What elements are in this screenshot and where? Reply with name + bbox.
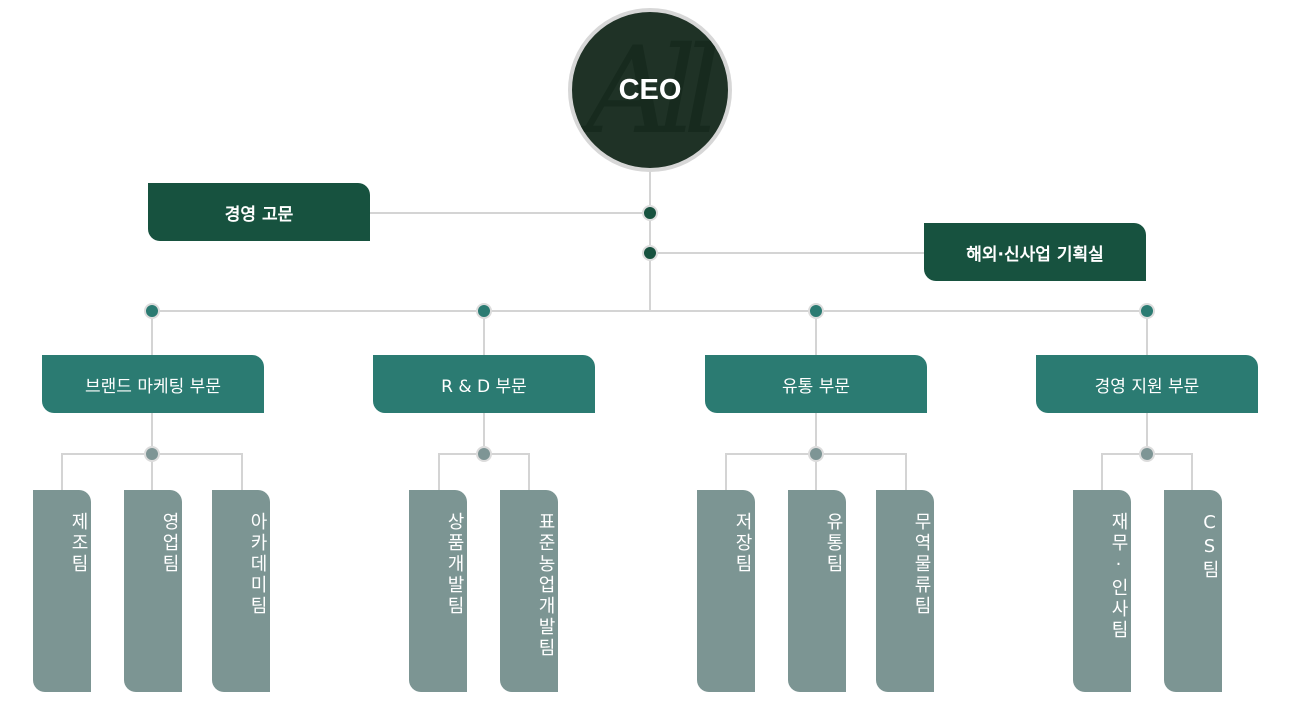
division-brand-marketing[interactable]: 브랜드 마케팅 부문 bbox=[42, 355, 264, 413]
team-label: 아카데미팀 bbox=[247, 512, 268, 617]
division-label: R & D 부문 bbox=[441, 376, 527, 397]
division-label: 경영 지원 부문 bbox=[1094, 376, 1200, 397]
team-drop-line bbox=[438, 453, 440, 490]
logo-watermark: All bbox=[586, 22, 721, 161]
team-drop-line bbox=[151, 412, 153, 454]
team-label: 영업팀 bbox=[159, 512, 180, 575]
division-bus-line bbox=[152, 310, 1148, 312]
planning-office-label: 해외·신사업 기획실 bbox=[966, 244, 1104, 265]
advisor-junction-dot bbox=[642, 205, 658, 221]
division-junction-dot bbox=[808, 303, 824, 319]
division-junction-dot bbox=[144, 303, 160, 319]
team-academy[interactable]: 아카데미팀 bbox=[212, 490, 270, 692]
team-drop-line bbox=[1191, 453, 1193, 490]
team-drop-line bbox=[151, 453, 153, 490]
team-drop-line bbox=[815, 453, 817, 490]
team-label: 제조팀 bbox=[68, 512, 89, 575]
advisor-connector-line bbox=[370, 212, 650, 214]
team-junction-dot bbox=[476, 446, 492, 462]
ceo-node[interactable]: All CEO bbox=[568, 8, 732, 172]
division-drop-line bbox=[815, 311, 817, 355]
division-management-support[interactable]: 경영 지원 부문 bbox=[1036, 355, 1258, 413]
team-drop-line bbox=[241, 453, 243, 490]
team-drop-line bbox=[815, 412, 817, 454]
division-rnd[interactable]: R & D 부문 bbox=[373, 355, 595, 413]
division-label: 유통 부문 bbox=[782, 376, 850, 397]
team-label: 상품개발팀 bbox=[444, 512, 465, 617]
team-drop-line bbox=[905, 453, 907, 490]
team-label: 저장팀 bbox=[732, 512, 753, 575]
team-cs[interactable]: CS팀 bbox=[1164, 490, 1222, 692]
team-drop-line bbox=[725, 453, 727, 490]
advisors-node[interactable]: 경영 고문 bbox=[148, 183, 370, 241]
planning-connector-line bbox=[650, 252, 925, 254]
team-label: 무역물류팀 bbox=[911, 512, 932, 617]
team-manufacturing[interactable]: 제조팀 bbox=[33, 490, 91, 692]
division-junction-dot bbox=[476, 303, 492, 319]
ceo-trunk-line bbox=[649, 170, 651, 312]
team-drop-line bbox=[1101, 453, 1103, 490]
division-drop-line bbox=[151, 311, 153, 355]
team-drop-line bbox=[483, 412, 485, 454]
division-distribution[interactable]: 유통 부문 bbox=[705, 355, 927, 413]
team-drop-line bbox=[1146, 412, 1148, 454]
team-label: 유통팀 bbox=[823, 512, 844, 575]
team-distribution[interactable]: 유통팀 bbox=[788, 490, 846, 692]
division-junction-dot bbox=[1139, 303, 1155, 319]
team-junction-dot bbox=[144, 446, 160, 462]
team-label: 재무·인사팀 bbox=[1108, 512, 1129, 641]
team-junction-dot bbox=[808, 446, 824, 462]
ceo-label: CEO bbox=[618, 73, 682, 106]
division-drop-line bbox=[483, 311, 485, 355]
team-label: CS팀 bbox=[1199, 512, 1220, 581]
team-standard-agriculture-development[interactable]: 표준농업개발팀 bbox=[500, 490, 558, 692]
planning-junction-dot bbox=[642, 245, 658, 261]
team-junction-dot bbox=[1139, 446, 1155, 462]
team-sales[interactable]: 영업팀 bbox=[124, 490, 182, 692]
advisors-label: 경영 고문 bbox=[224, 204, 294, 225]
division-label: 브랜드 마케팅 부문 bbox=[85, 376, 221, 397]
team-drop-line bbox=[61, 453, 63, 490]
team-label: 표준농업개발팀 bbox=[535, 512, 556, 659]
team-product-development[interactable]: 상품개발팀 bbox=[409, 490, 467, 692]
team-drop-line bbox=[528, 453, 530, 490]
division-drop-line bbox=[1146, 311, 1148, 355]
team-storage[interactable]: 저장팀 bbox=[697, 490, 755, 692]
planning-office-node[interactable]: 해외·신사업 기획실 bbox=[924, 223, 1146, 281]
team-trade-logistics[interactable]: 무역물류팀 bbox=[876, 490, 934, 692]
team-finance-hr[interactable]: 재무·인사팀 bbox=[1073, 490, 1131, 692]
